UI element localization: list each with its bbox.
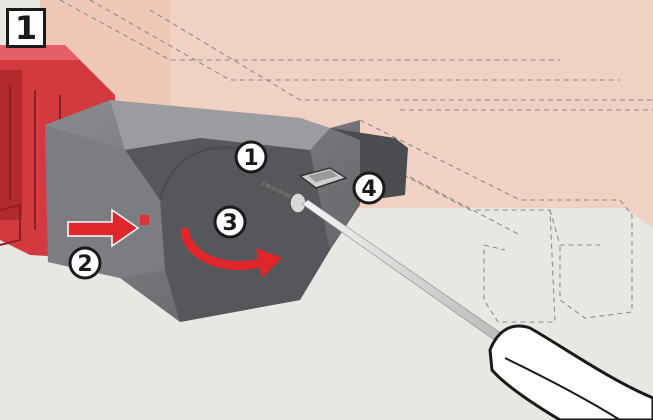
step-number-badge: 1	[6, 8, 46, 48]
end-cap-cover	[45, 100, 408, 322]
rotate-arrow-icon	[180, 227, 282, 278]
svg-text:3: 3	[222, 211, 237, 236]
svg-text:2: 2	[77, 252, 92, 277]
svg-text:1: 1	[243, 146, 258, 171]
clip-icon	[298, 167, 348, 189]
push-arrow-icon	[67, 208, 140, 248]
screwdriver-icon	[301, 199, 653, 420]
callout-2: 2	[68, 246, 102, 280]
svg-text:4: 4	[361, 177, 376, 202]
callout-4: 4	[352, 171, 386, 205]
callout-3: 3	[213, 205, 247, 239]
callout-1: 1	[234, 140, 268, 174]
screw-icon	[261, 180, 307, 214]
